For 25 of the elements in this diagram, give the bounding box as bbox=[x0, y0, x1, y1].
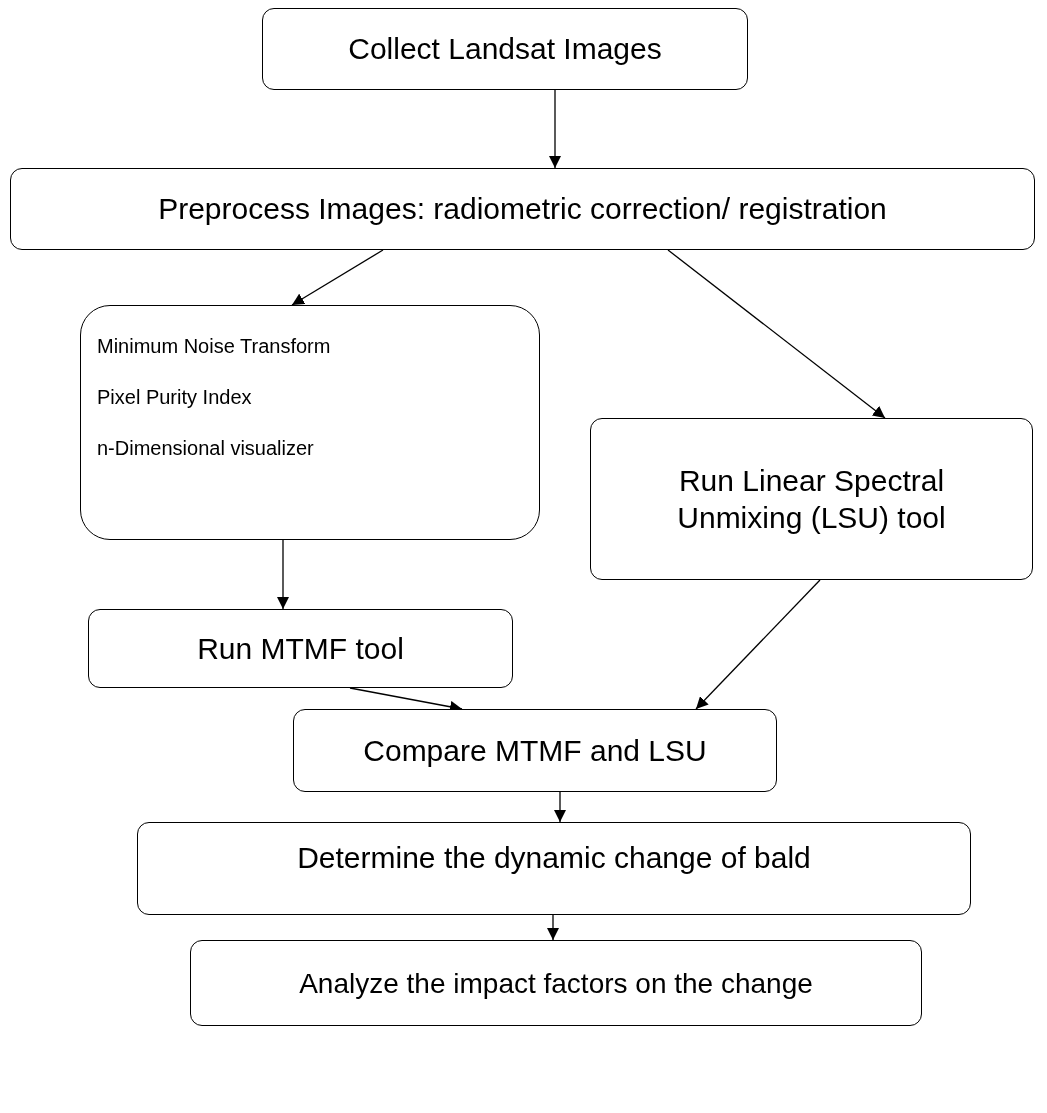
arrow bbox=[695, 579, 821, 710]
step-text: Determine the dynamic change of bald bbox=[297, 839, 811, 876]
process-box bbox=[137, 822, 971, 915]
step-text: Pixel Purity Index bbox=[97, 385, 252, 410]
step-text: Run MTMF tool bbox=[197, 630, 404, 667]
process-box bbox=[88, 609, 513, 688]
arrow bbox=[667, 249, 886, 419]
arrow bbox=[554, 791, 566, 823]
process-box bbox=[10, 168, 1035, 250]
process-box bbox=[262, 8, 748, 90]
arrow bbox=[549, 89, 561, 169]
step-text: Compare MTMF and LSU bbox=[363, 732, 707, 769]
arrow bbox=[277, 539, 289, 610]
process-box bbox=[293, 709, 777, 792]
step-text: Run Linear Spectral Unmixing (LSU) tool bbox=[676, 462, 947, 536]
process-box bbox=[190, 940, 922, 1026]
process-box bbox=[80, 305, 540, 540]
step-text: Minimum Noise Transform bbox=[97, 334, 331, 359]
step-text: Analyze the impact factors on the change bbox=[299, 966, 813, 1001]
step-text: Preprocess Images: radiometric correction/ registration bbox=[158, 191, 887, 228]
step-text: Collect Landsat Images bbox=[348, 31, 662, 68]
arrow bbox=[291, 249, 384, 306]
step-text: n-Dimensional visualizer bbox=[97, 436, 314, 461]
arrow bbox=[547, 914, 559, 941]
process-box bbox=[590, 418, 1033, 580]
